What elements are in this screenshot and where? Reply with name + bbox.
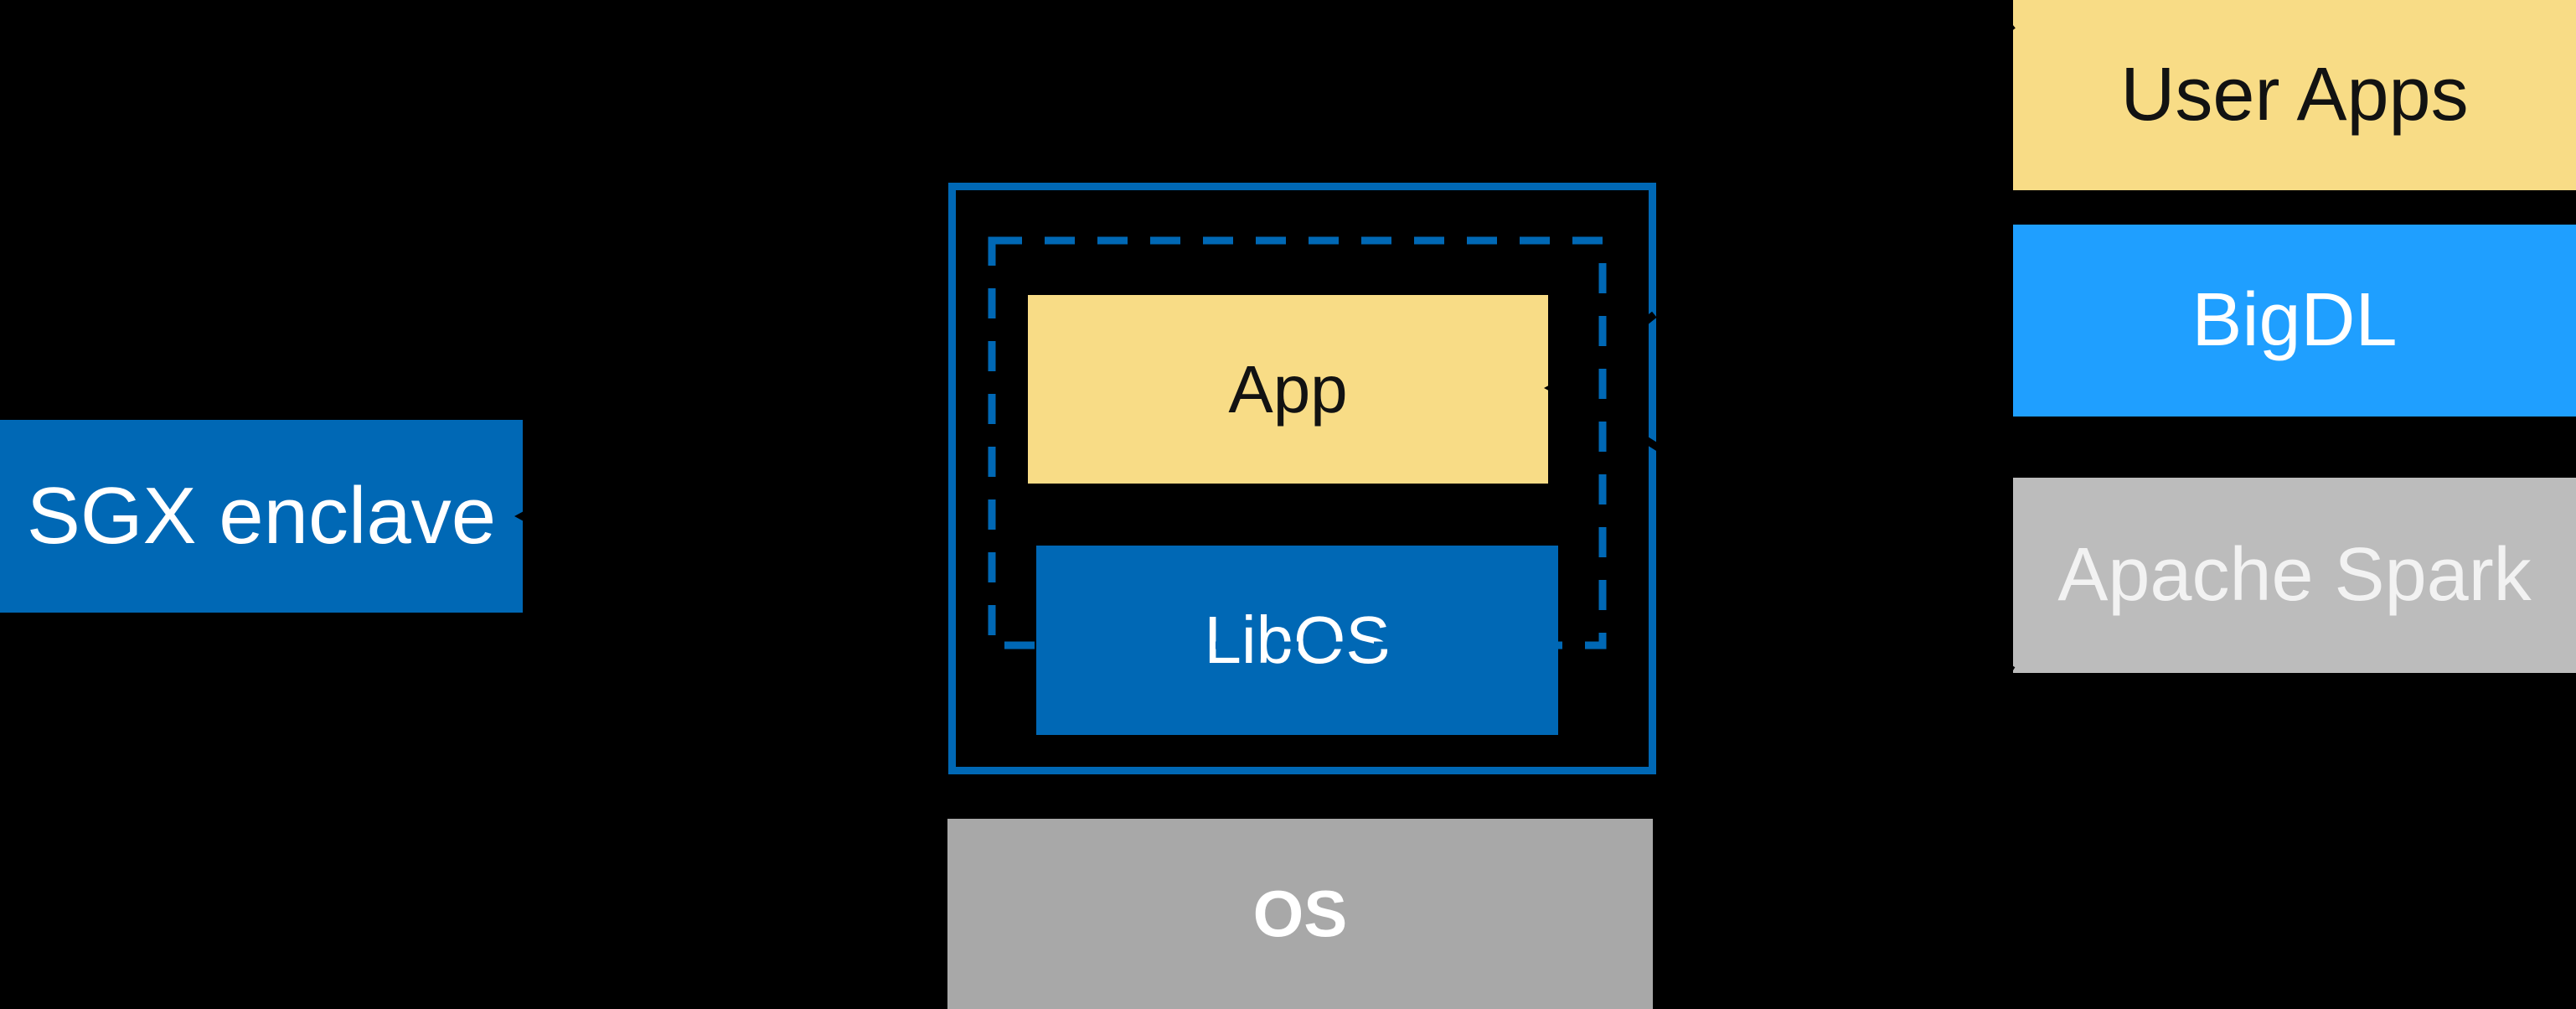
app-box: App: [1028, 295, 1548, 484]
bigdl-box: BigDL: [2013, 225, 2576, 417]
sgx-enclave-label: SGX enclave: [26, 471, 497, 561]
os-label: OS: [1252, 877, 1348, 950]
user-apps-label: User Apps: [2120, 53, 2469, 137]
sgx-enclave-box: SGX enclave: [0, 420, 523, 613]
libos-label: LibOS: [1204, 603, 1391, 677]
bigdl-label: BigDL: [2191, 278, 2398, 362]
os-box: OS: [947, 819, 1653, 1009]
app-label: App: [1228, 351, 1348, 427]
apache-spark-label: Apache Spark: [2057, 533, 2532, 617]
libos-box: LibOS: [1036, 546, 1558, 735]
apache-spark-box: Apache Spark: [2013, 478, 2576, 673]
user-apps-box: User Apps: [2013, 0, 2576, 190]
